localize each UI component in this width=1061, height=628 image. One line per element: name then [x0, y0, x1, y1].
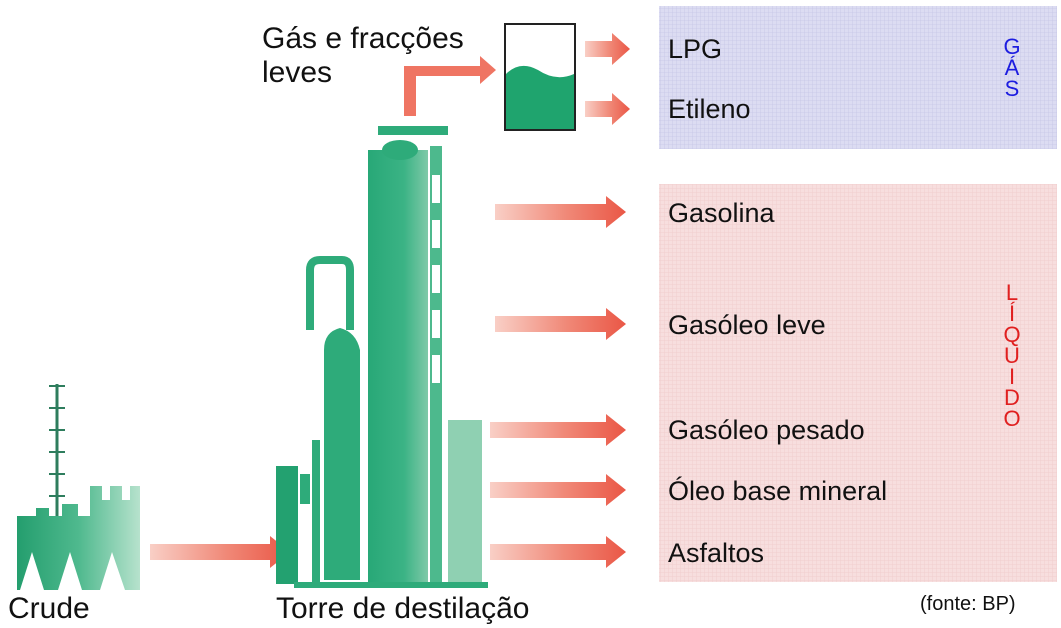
crude-rig-icon [17, 384, 140, 590]
liquid-vertical-label: L Í Q U I D O [1003, 280, 1021, 431]
gasoleo-leve-label: Gasóleo leve [668, 310, 826, 340]
gas-panel [659, 6, 1057, 149]
gas-fractions-label: Gás e fracções leves [262, 22, 464, 89]
liquid-panel [659, 184, 1057, 582]
gasolina-arrow [495, 196, 626, 228]
source-credit: (fonte: BP) [920, 593, 1016, 615]
gas-flask-icon [504, 23, 576, 131]
lpg-label: LPG [668, 34, 723, 64]
gasoleo-leve-arrow [495, 308, 626, 340]
crude-label: Crude [8, 592, 90, 625]
etileno-label: Etileno [668, 94, 751, 124]
tower-label: Torre de destilação [276, 592, 530, 625]
gasoleo-pesado-label: Gasóleo pesado [668, 415, 865, 445]
asfaltos-label: Asfaltos [668, 538, 765, 568]
etileno-arrow [585, 93, 630, 125]
crude-feed-arrow [150, 536, 290, 568]
gas-rise-arrow [404, 56, 496, 116]
oleo-base-label: Óleo base mineral [668, 476, 888, 506]
asfaltos-arrow [490, 536, 626, 568]
distillation-tower-icon [276, 126, 488, 588]
gasolina-label: Gasolina [668, 198, 775, 228]
gas-vertical-label: G Á S [1003, 34, 1021, 101]
oleo-base-arrow [490, 474, 626, 506]
lpg-arrow [585, 33, 630, 65]
gasoleo-pesado-arrow [490, 414, 626, 446]
